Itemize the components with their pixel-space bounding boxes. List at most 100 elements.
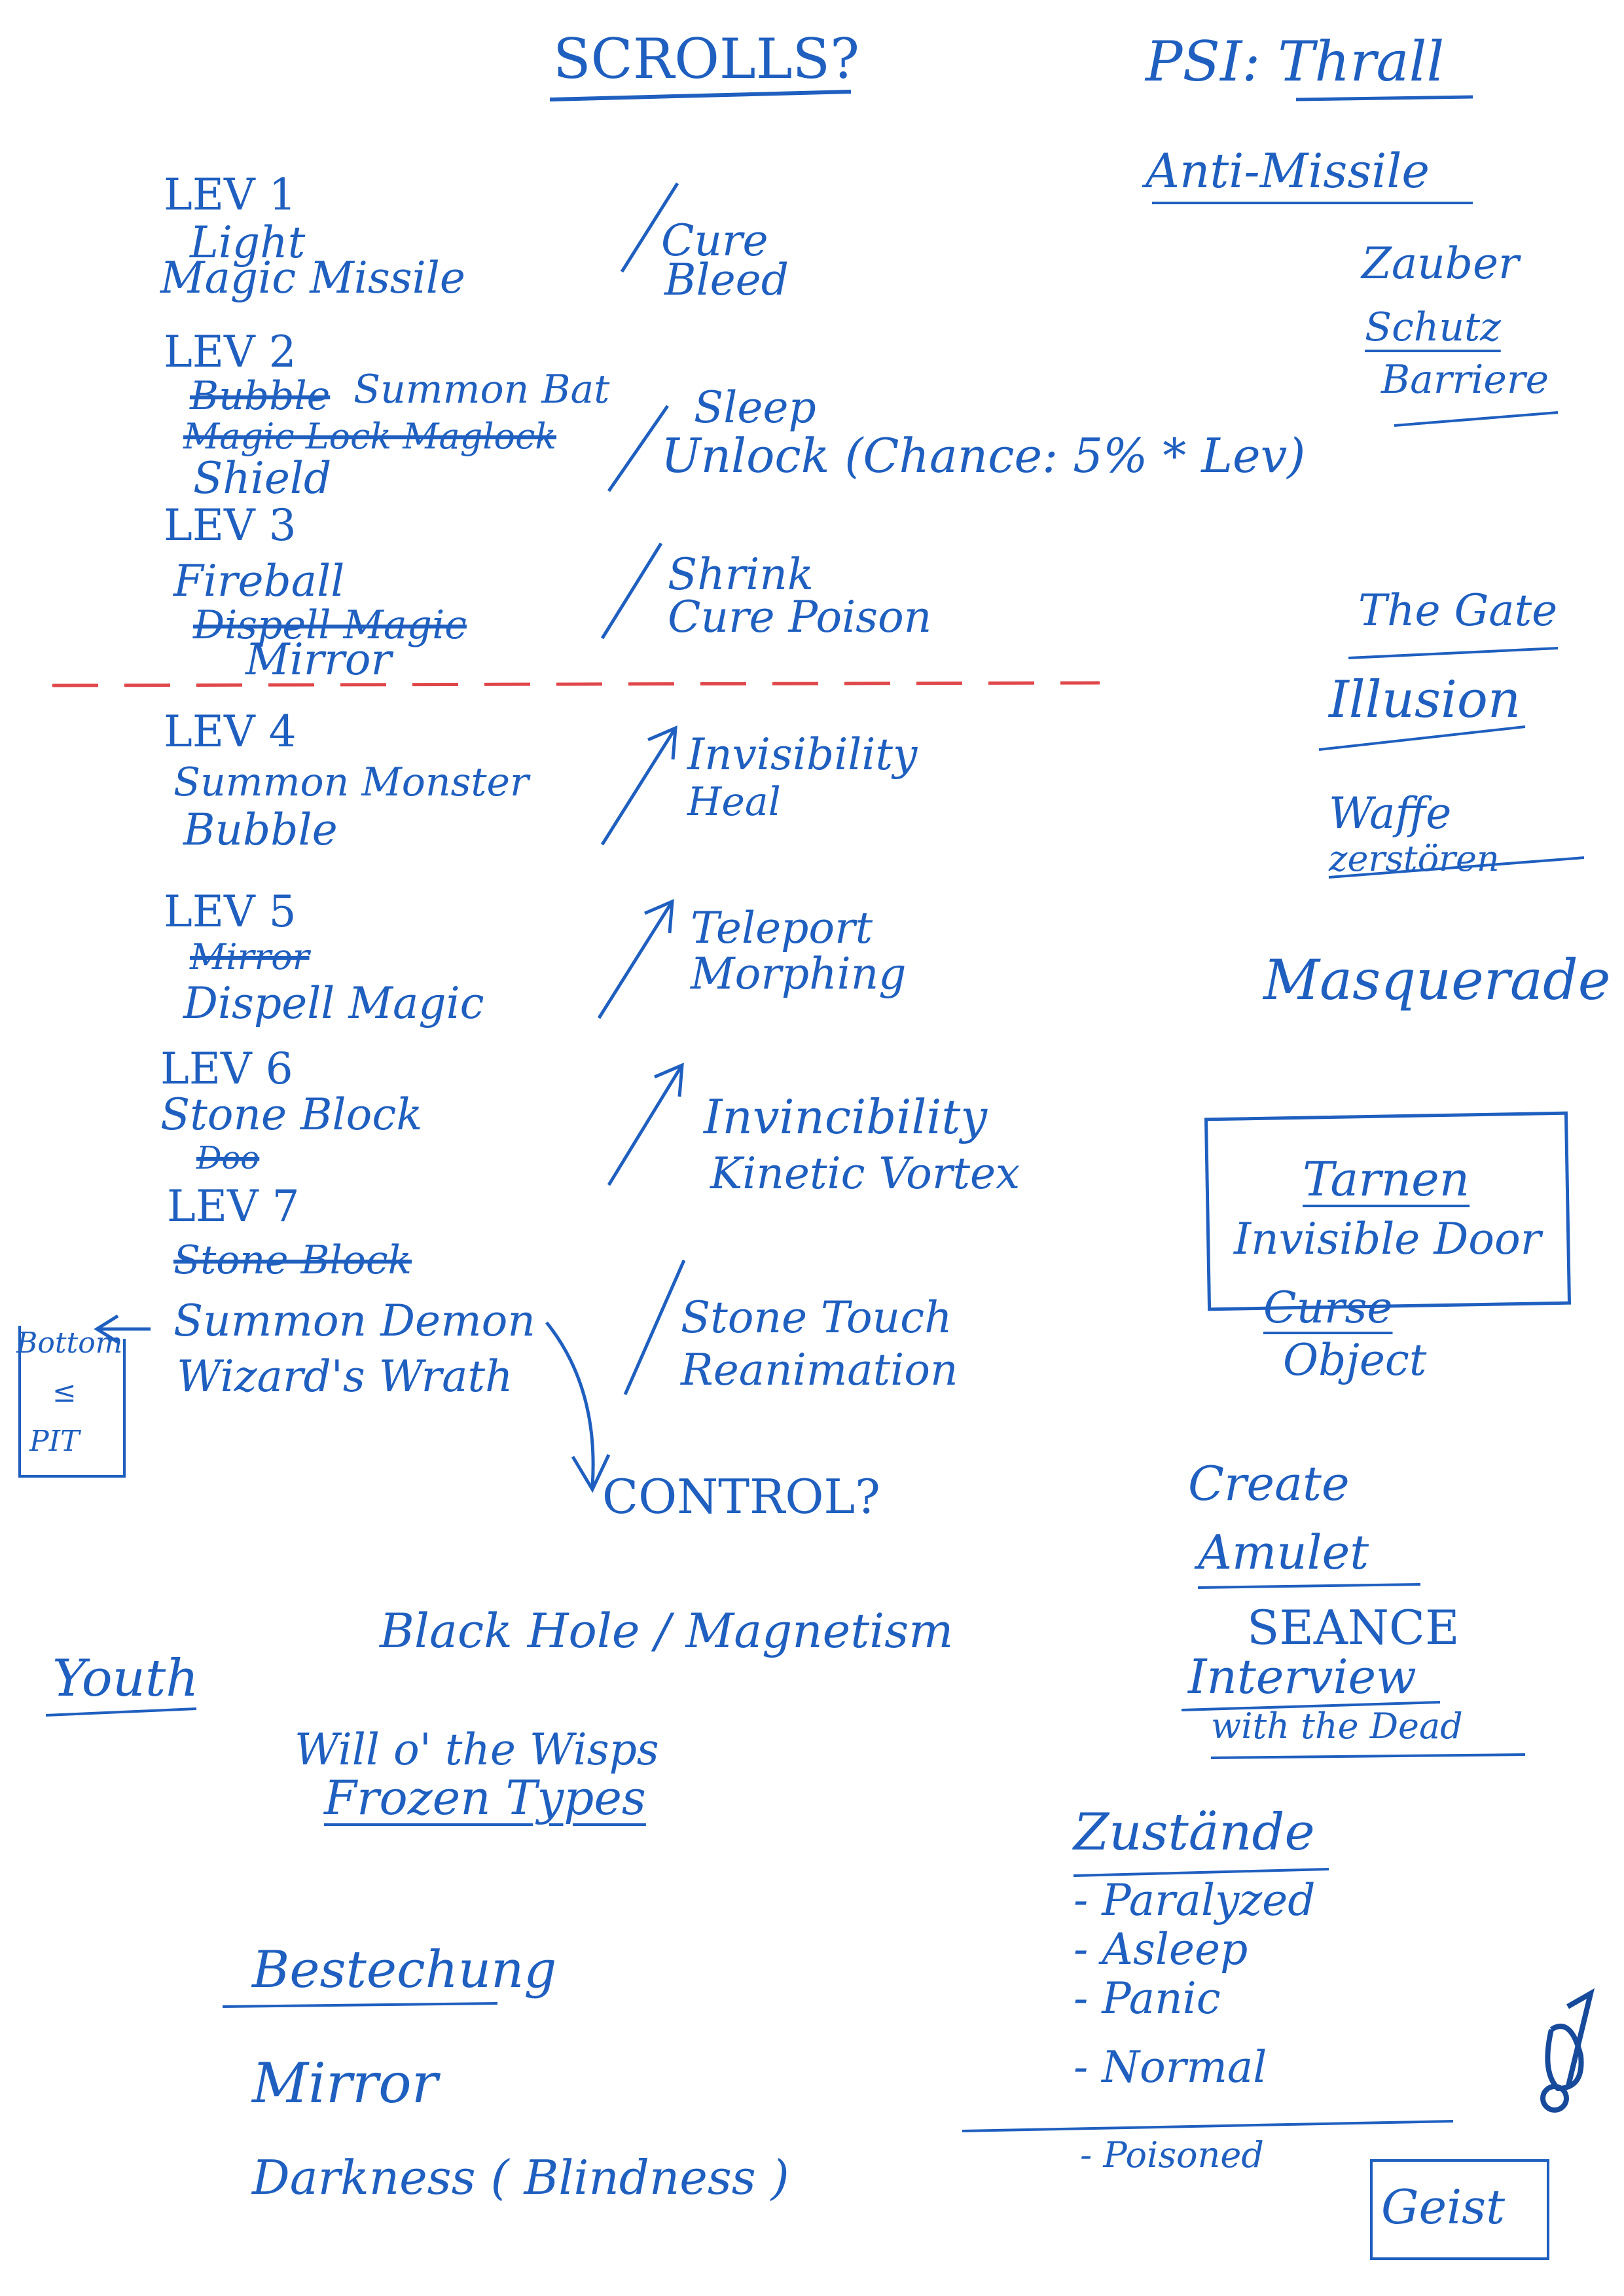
amulet-underline (1197, 1583, 1421, 1589)
arrow-to-pit-head (94, 1314, 119, 1344)
frozen-note: Frozen Types (324, 1770, 646, 1825)
level-5-scroll: Morphing (691, 949, 907, 999)
geist-box (1370, 2159, 1549, 2260)
masquerade-note: Masquerade (1263, 948, 1611, 1012)
level-2-struck: Bubble (190, 373, 331, 419)
level-7-scroll: Stone Touch (681, 1292, 952, 1343)
level-2-spell: Shield (193, 453, 332, 503)
willo-note: Will o' the Wisps (295, 1724, 659, 1775)
tarnen-note: Tarnen (1303, 1152, 1470, 1207)
arrow-4 (600, 729, 676, 846)
level-7-spell: Summon Demon (173, 1296, 535, 1346)
tarnen-box (1204, 1111, 1572, 1311)
bestechung-underline (222, 2002, 498, 2008)
level-4-label: LEV 4 (164, 706, 297, 757)
arrow-to-control-head (571, 1453, 611, 1493)
control-heading: CONTROL? (602, 1469, 880, 1524)
level-7-struck: Stone Block (173, 1237, 412, 1283)
pit-box-line: Bottom (16, 1326, 123, 1360)
bestechung-note: Bestechung (252, 1941, 557, 1999)
state-item: - Normal (1074, 2042, 1267, 2092)
state-item: - Paralyzed (1074, 1875, 1316, 1925)
state-item: - Asleep (1074, 1924, 1248, 1975)
pit-box (18, 1326, 126, 1478)
level-7-label: LEV 7 (167, 1181, 300, 1231)
key-doodle-icon (1540, 1988, 1595, 2113)
level-5-scroll: Teleport (691, 903, 873, 953)
with-dead-note: with the Dead (1211, 1705, 1463, 1747)
anti-missile-note: Anti-Missile (1146, 143, 1430, 198)
level-3-scroll: Cure Poison (668, 592, 932, 642)
states-divider (962, 2120, 1454, 2132)
level-4-scroll: Invisibility (687, 729, 918, 780)
level-1-scroll: Bleed (664, 255, 789, 305)
level-6-scroll: Invincibility (704, 1089, 988, 1144)
level-6-label: LEV 6 (160, 1044, 293, 1094)
arrow-4-head (647, 725, 677, 760)
invisible-door-note: Invisible Door (1234, 1214, 1542, 1264)
youth-underline (45, 1707, 197, 1717)
amulet-note: Amulet (1198, 1525, 1369, 1580)
mirror-note: Mirror (252, 2051, 438, 2115)
level-5-label: LEV 5 (164, 886, 297, 937)
level-6-scroll: Kinetic Vortex (710, 1148, 1020, 1199)
level-2-scroll: Sleep (694, 382, 816, 433)
zustaende-title: Zustände (1074, 1803, 1315, 1862)
curse-note: Curse (1263, 1283, 1393, 1333)
red-divider (52, 681, 1100, 687)
psi-underline (1295, 95, 1473, 101)
interview-note: Interview (1188, 1649, 1416, 1704)
gate-note: The Gate (1358, 585, 1558, 636)
level-2-scroll: Unlock (Chance: 5% * Lev) (661, 428, 1306, 483)
level-7-scroll: Reanimation (681, 1345, 958, 1395)
waffe-note: zerstören (1329, 838, 1500, 879)
level-3-struck: Dispell Magic (193, 602, 467, 648)
arrow-5-head (644, 899, 674, 934)
level-4-spell: Bubble (183, 805, 338, 855)
level-1-label: LEV 1 (164, 170, 297, 220)
level-5-struck: Mirror (190, 936, 310, 977)
title-underline (549, 90, 852, 101)
zauber-note: Schutz (1365, 304, 1501, 350)
geist-note: Geist (1381, 2179, 1506, 2234)
blackhole-note: Black Hole / Magnetism (380, 1603, 954, 1658)
arrow-to-control (545, 1321, 595, 1487)
poisoned-item: - Poisoned (1080, 2134, 1264, 2176)
level-2-label: LEV 2 (164, 327, 297, 377)
zauber-note: Zauber (1362, 238, 1519, 289)
level-2-spell: Summon Bat (353, 367, 610, 412)
zauber-note: Barriere (1381, 357, 1549, 403)
illusion-underline (1318, 725, 1526, 751)
pit-box-line: ≤ (52, 1376, 77, 1409)
psi-heading: PSI: Thrall (1146, 29, 1445, 94)
level-3-spell: Fireball (173, 556, 345, 606)
interview-underline (1181, 1701, 1441, 1711)
arrow-6-head (654, 1063, 684, 1097)
level-5-spell: Dispell Magic (183, 978, 484, 1029)
level-6-struck: Doo (196, 1140, 260, 1176)
slash-3 (600, 542, 663, 640)
illusion-note: Illusion (1329, 670, 1521, 729)
level-6-spell: Stone Block (160, 1089, 423, 1140)
level-1-spell: Light (190, 217, 306, 268)
darkness-note: Darkness ( Blindness ) (252, 2150, 789, 2205)
level-7-spell: Wizard's Wrath (177, 1351, 513, 1402)
youth-note: Youth (52, 1649, 199, 1708)
slash-1 (620, 182, 679, 273)
with-dead-underline (1210, 1753, 1526, 1759)
arrow-6 (607, 1066, 683, 1186)
state-item: - Panic (1074, 1973, 1221, 2024)
object-note: Object (1283, 1335, 1427, 1385)
level-3-scroll: Shrink (668, 549, 814, 600)
level-4-spell: Summon Monster (173, 759, 529, 805)
level-2-struck: Magic Lock Maglock (183, 416, 557, 457)
level-1-scroll: Cure (661, 215, 768, 266)
gate-underline (1348, 647, 1559, 659)
level-1-spell: Magic Missile (160, 253, 465, 303)
arrow-5 (597, 902, 673, 1019)
pit-box-line: PIT (29, 1425, 80, 1458)
barriere-underline (1394, 411, 1559, 427)
level-4-scroll: Heal (687, 779, 781, 825)
page-title: SCROLLS? (553, 27, 860, 91)
